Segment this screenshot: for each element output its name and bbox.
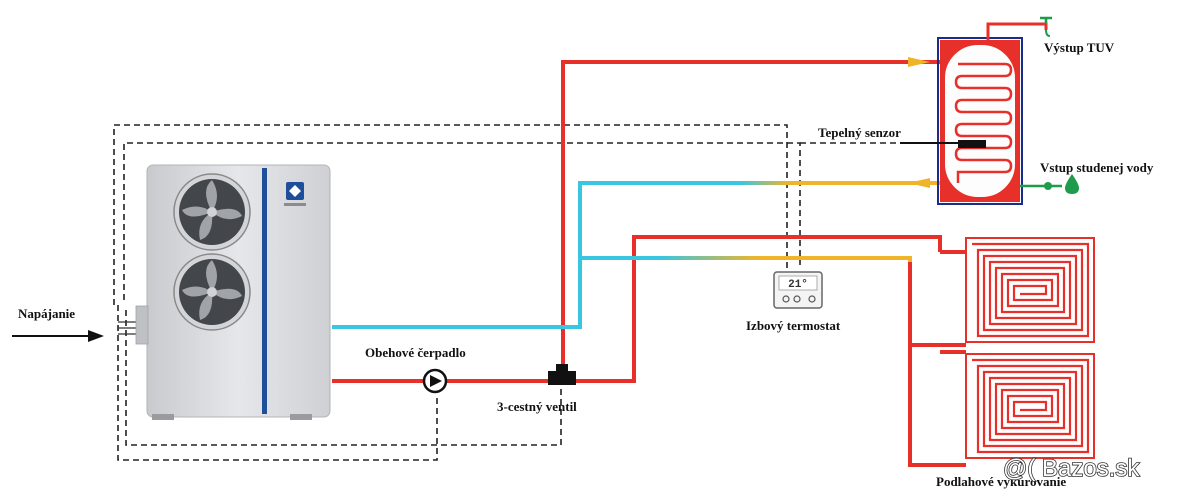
- water-drop-icon: [1065, 174, 1079, 194]
- fan-icon: [173, 173, 251, 251]
- sensor-probe: [958, 140, 986, 148]
- pipe-valve-to-tank: [561, 60, 940, 371]
- cold-water-inlet: [1020, 174, 1079, 194]
- hot-pipes: [332, 60, 966, 467]
- pipe-return-floor: [660, 256, 912, 262]
- pipe-return-unit: [332, 181, 740, 329]
- unit-stripe: [262, 168, 267, 414]
- power-label: Napájanie: [18, 306, 75, 321]
- floor-heating-circuit-2: [965, 353, 1095, 459]
- faucet-icon: [1040, 16, 1052, 37]
- watermark: @( Bazos.sk: [1003, 455, 1140, 482]
- floor-heating-label: Podlahové vykurovanie: [936, 474, 1066, 489]
- power-arrow-icon: [88, 330, 104, 342]
- hot-water-outlet: [986, 16, 1052, 40]
- floor-heating-circuit-1: [965, 237, 1095, 343]
- wire-sensor-loop: [125, 310, 562, 446]
- brand-logo-icon: [284, 182, 306, 206]
- water-tank: [900, 37, 1023, 205]
- wire-outer-thermostat: [117, 305, 438, 461]
- valve-icon: [548, 364, 576, 385]
- wire-thermostat-loop: [113, 124, 788, 305]
- power-input: Napájanie: [12, 306, 140, 342]
- control-wiring: [113, 124, 900, 461]
- fan-icon: [173, 253, 251, 331]
- pipe-floor-return: [908, 262, 966, 467]
- cold-pipes: [332, 181, 940, 329]
- heat-pump-unit: [135, 164, 331, 420]
- thermostat-label: Izbový termostat: [746, 318, 841, 333]
- pipe-valve-to-floor: [576, 235, 942, 383]
- pump-icon: [422, 368, 448, 394]
- thermostat-icon: 21°: [773, 271, 823, 309]
- tank-coil: [954, 62, 1013, 183]
- thermostat-display: 21°: [788, 279, 808, 291]
- wire-sensor-top: [123, 142, 801, 300]
- hot-water-out-label: Výstup TUV: [1044, 40, 1115, 55]
- sensor-label: Tepelný senzor: [818, 125, 901, 140]
- cold-water-in-label: Vstup studenej vody: [1040, 160, 1154, 175]
- pump-label: Obehové čerpadlo: [365, 345, 466, 360]
- valve-label: 3-cestný ventil: [497, 399, 577, 414]
